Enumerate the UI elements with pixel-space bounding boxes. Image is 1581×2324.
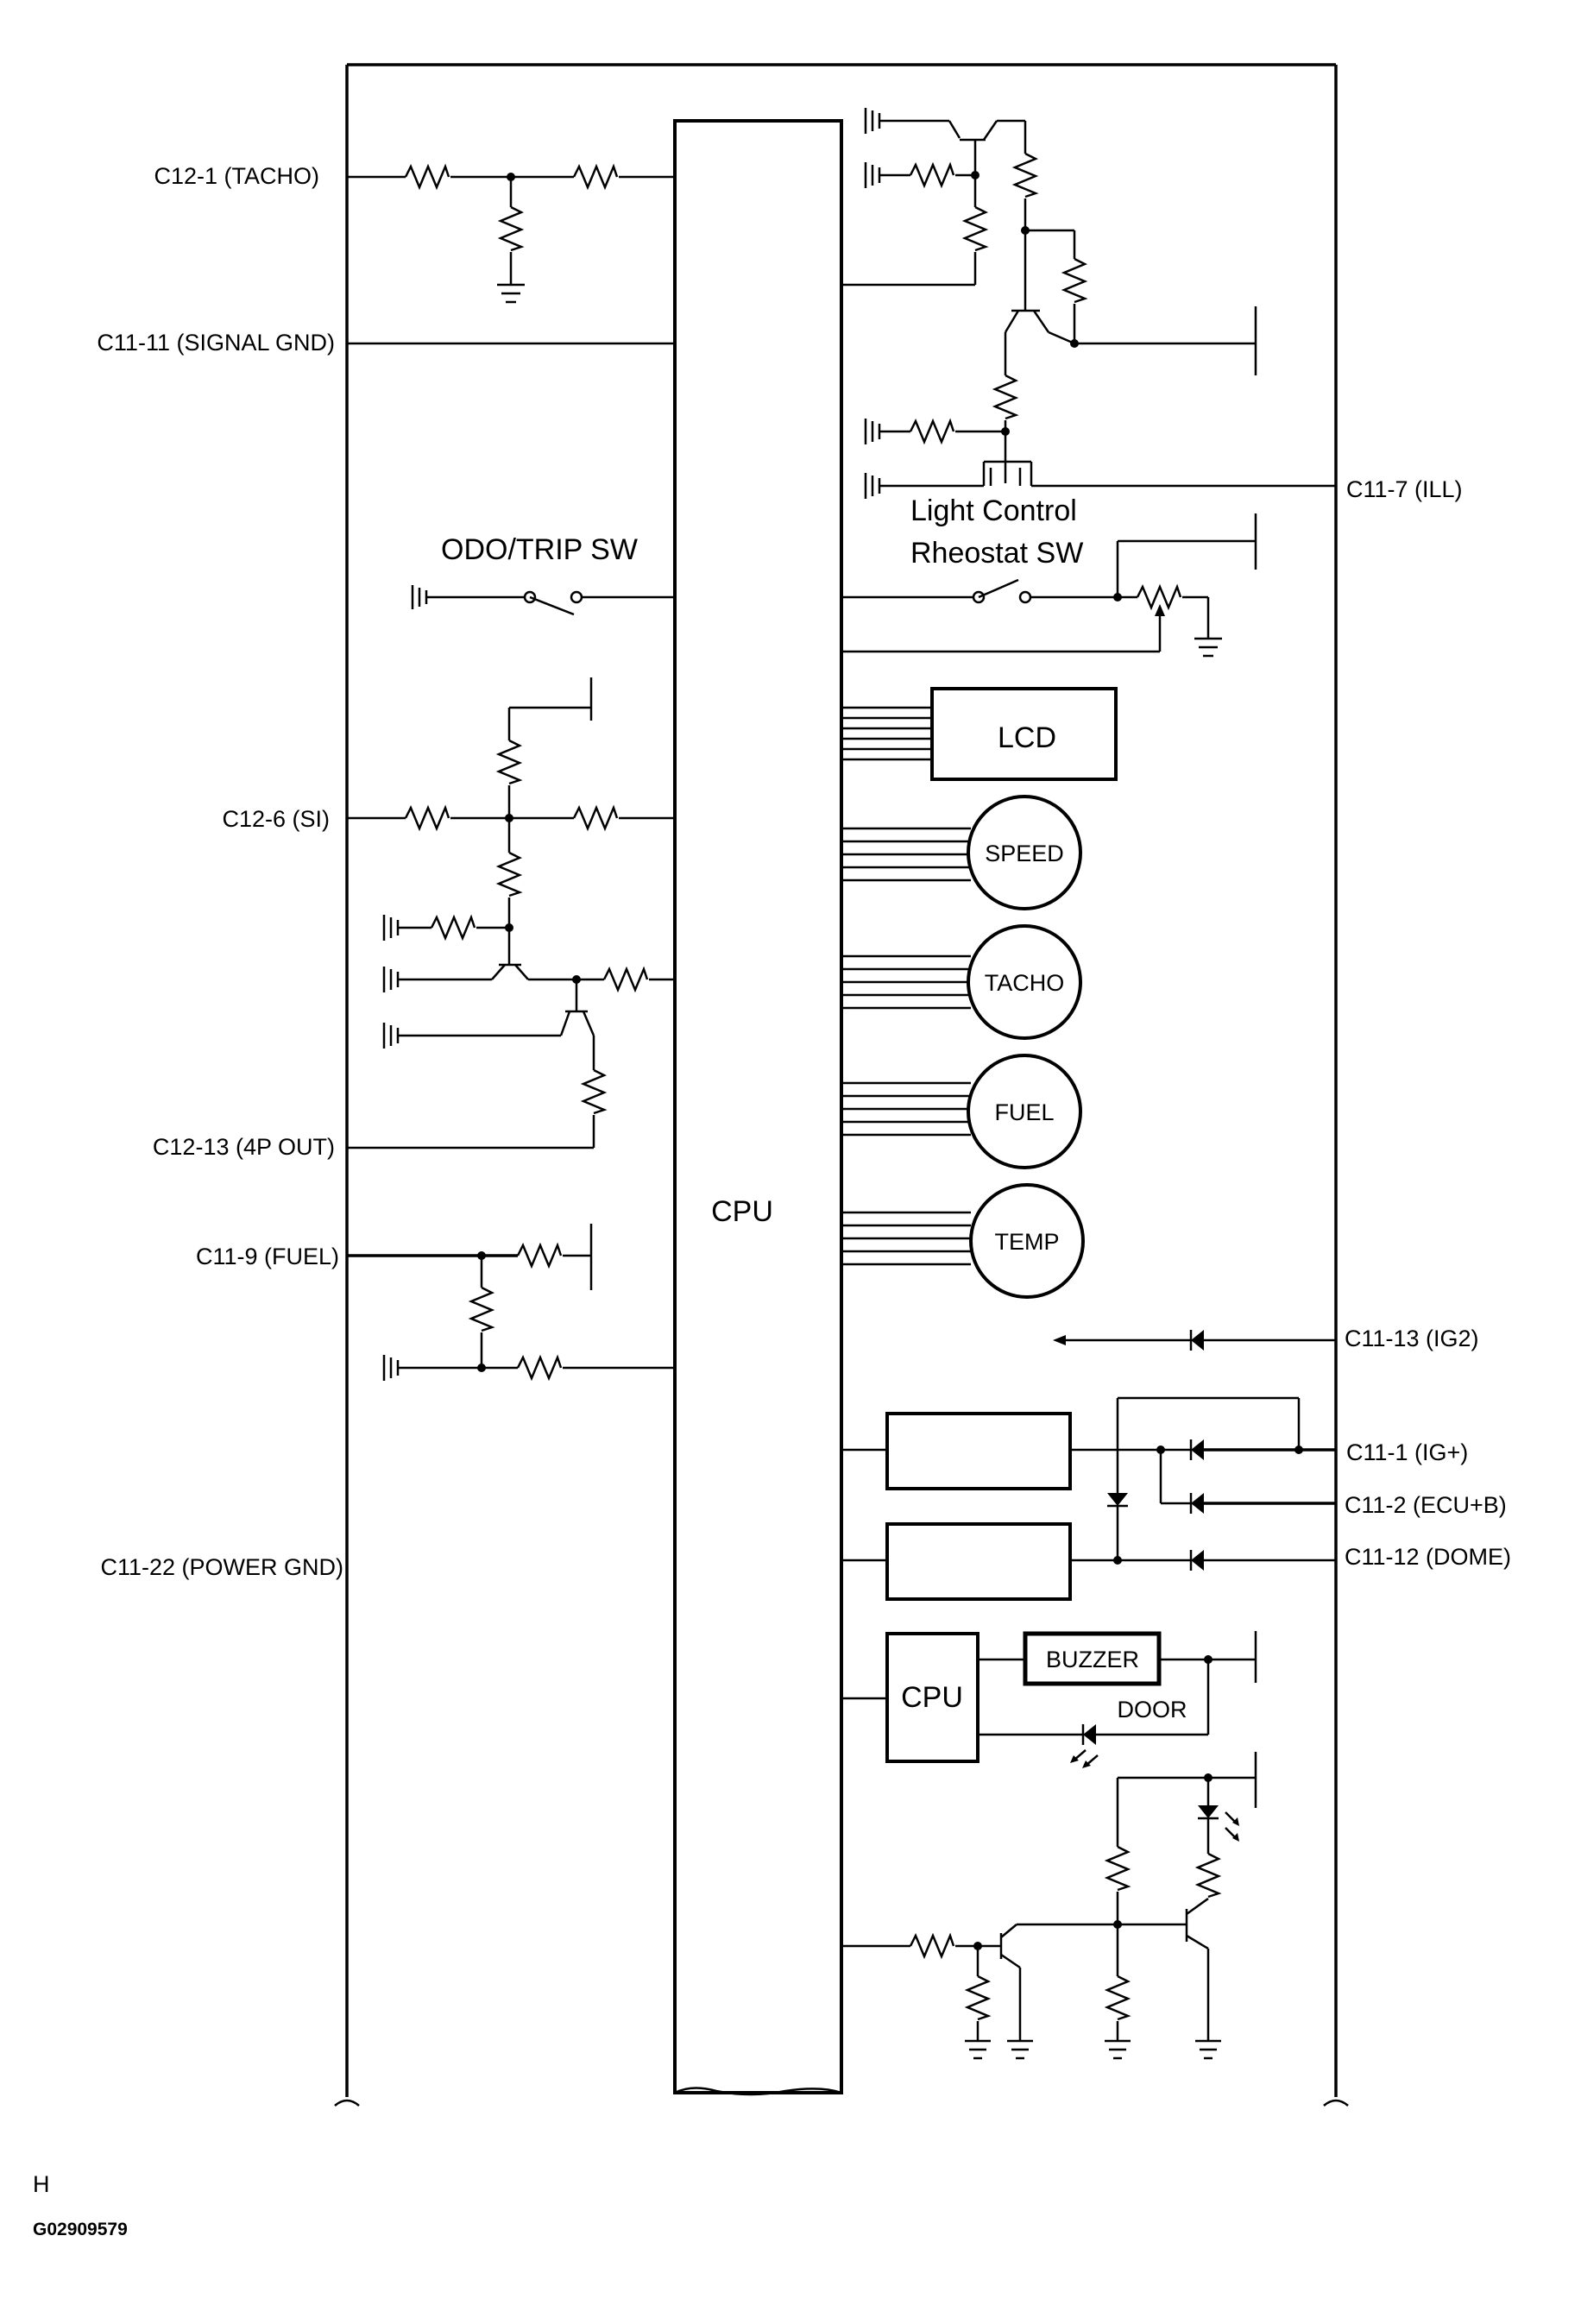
rheostat-sw-label: Rheostat SW xyxy=(910,537,1083,570)
terminal-label-4p-out: C12-13 (4P OUT) xyxy=(153,1134,335,1160)
terminal-label-fuel: C11-9 (FUEL) xyxy=(196,1244,339,1269)
temp-gauge: TEMP xyxy=(841,1183,1085,1299)
tacho-input-circuit xyxy=(347,165,675,304)
illumination-circuit: Light Control xyxy=(841,108,1336,527)
terminal-label-dome: C11-12 (DOME) xyxy=(1345,1544,1511,1570)
power-supply-circuit xyxy=(841,1396,1336,1601)
left-terminal-labels: C12-1 (TACHO) C11-11 (SIGNAL GND) C12-6 … xyxy=(97,163,343,1580)
tacho-gauge-label: TACHO xyxy=(985,970,1065,996)
terminal-label-si: C12-6 (SI) xyxy=(222,806,330,832)
si-circuit xyxy=(347,677,675,1149)
terminal-label-power-gnd: C11-22 (POWER GND) xyxy=(100,1554,343,1580)
tacho-gauge: TACHO xyxy=(841,924,1082,1040)
terminal-label-ecu-b: C11-2 (ECU+B) xyxy=(1345,1492,1507,1518)
terminal-label-ig2: C11-13 (IG2) xyxy=(1345,1326,1479,1351)
outer-frame xyxy=(334,63,1349,2107)
door-label: DOOR xyxy=(1118,1697,1187,1723)
ig2-circuit xyxy=(1053,1330,1336,1351)
terminal-label-tacho: C12-1 (TACHO) xyxy=(154,163,319,189)
buzzer-circuit: CPU BUZZER DOOR xyxy=(841,1631,1257,1768)
lcd-label: LCD xyxy=(998,721,1056,754)
main-cpu-label: CPU xyxy=(711,1195,773,1228)
speed-gauge: SPEED xyxy=(841,795,1082,910)
fuel-gauge: FUEL xyxy=(841,1054,1082,1169)
warning-led-driver xyxy=(841,1752,1257,2060)
fuel-gauge-label: FUEL xyxy=(994,1099,1054,1125)
lcd-block: LCD xyxy=(841,687,1118,781)
odo-trip-switch: ODO/TRIP SW xyxy=(411,533,675,616)
footer-letter: H xyxy=(33,2171,50,2197)
terminal-label-ig-plus: C11-1 (IG+) xyxy=(1346,1439,1468,1465)
rheostat-switch: Rheostat SW xyxy=(841,513,1257,658)
fuel-circuit xyxy=(347,1224,675,1381)
temp-gauge-label: TEMP xyxy=(994,1229,1059,1255)
odo-trip-sw-label: ODO/TRIP SW xyxy=(441,533,638,566)
figure-code: G02909579 xyxy=(33,2220,128,2239)
sub-cpu-label: CPU xyxy=(901,1681,963,1714)
speed-gauge-label: SPEED xyxy=(985,841,1064,866)
terminal-label-ill: C11-7 (ILL) xyxy=(1346,476,1463,502)
light-control-label: Light Control xyxy=(910,494,1077,527)
right-terminal-labels: C11-7 (ILL) C11-13 (IG2) C11-1 (IG+) C11… xyxy=(1345,476,1511,1570)
main-cpu-block: CPU xyxy=(673,119,843,2096)
terminal-label-signal-gnd: C11-11 (SIGNAL GND) xyxy=(97,330,335,356)
buzzer-label: BUZZER xyxy=(1046,1647,1139,1672)
